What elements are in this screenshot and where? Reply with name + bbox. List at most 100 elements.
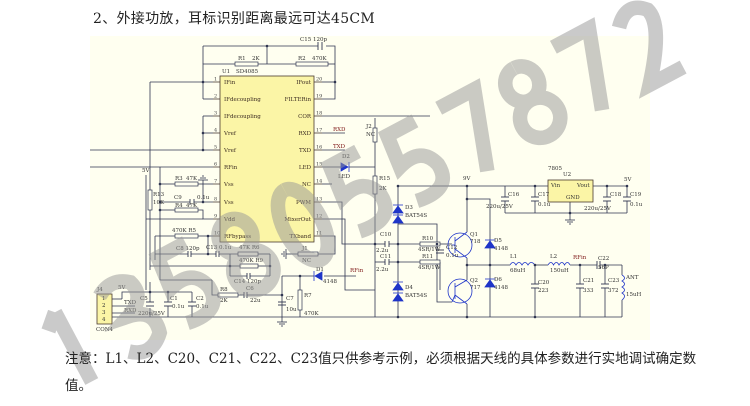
label-c17v: 0.1u	[538, 202, 551, 208]
label-c5v: 220u/25V	[138, 311, 166, 317]
label-l1v: 68uH	[510, 268, 526, 274]
label-rxd: RXD	[124, 308, 137, 314]
ic-pin-number: 3	[214, 111, 217, 117]
label-q2: Q2	[470, 278, 478, 284]
label-j4: J4	[96, 287, 103, 293]
label-antv: 15uH	[626, 292, 642, 298]
label-c1v: 0.1u	[172, 304, 185, 310]
label-rxdnet: RXD	[333, 127, 346, 133]
regulator-u2-body	[547, 179, 594, 203]
ic-pin-name: RFin	[224, 165, 238, 171]
label-c17: C17	[538, 192, 550, 198]
ic-pin-number: 4	[214, 128, 217, 134]
label-c18v: 220u/25V	[584, 206, 612, 212]
label-r15: R15	[379, 176, 391, 182]
ic-pin-name: Vss	[223, 200, 234, 206]
label-c10v: 2.2u	[376, 248, 389, 254]
label-j2: J2	[365, 124, 372, 130]
label-r5: 470K R5	[172, 228, 196, 234]
label-j1: J1	[301, 246, 308, 252]
label-c7v: 10u	[286, 307, 297, 313]
label-c22v: 56P	[598, 265, 609, 271]
label-r1: R1	[238, 56, 246, 62]
ic-pin-number: 18	[316, 111, 322, 117]
ic-pin-name: Vss	[223, 182, 234, 188]
ic-pin-name: MixerOut	[284, 217, 311, 223]
label-c23v: 372	[608, 288, 619, 294]
label-v5a: 5V	[142, 168, 150, 174]
label-l2: L2	[550, 254, 557, 260]
ic-pin-name: Vref	[223, 131, 237, 137]
label-c2v: 0.1u	[196, 304, 209, 310]
inductors	[509, 262, 625, 301]
label-q1v: 718	[470, 239, 481, 245]
label-c21: C21	[583, 278, 594, 284]
label-r3v: 47K	[186, 176, 198, 182]
label-c14: C14 120p	[234, 279, 261, 285]
ic-pin-name: RFbypass	[224, 234, 251, 240]
label-d4v: BAT54S	[405, 293, 427, 299]
svg-text:4: 4	[102, 317, 106, 323]
ic-pin-number: 20	[316, 77, 322, 83]
label-l1: L1	[510, 254, 517, 260]
label-reg: 7805	[548, 166, 562, 172]
label-r3: R3	[175, 176, 183, 182]
label-txd: TXD	[124, 300, 137, 306]
label-c6v: 22u	[250, 298, 261, 304]
label-d5v: 4148	[494, 246, 508, 252]
ic-pin-number: 10	[214, 231, 220, 237]
label-c12v: 0.1u	[446, 253, 459, 259]
ic-part-label: SD4085	[236, 69, 259, 75]
label-vout: Vout	[576, 183, 590, 189]
label-c22: C22	[598, 256, 609, 262]
svg-text:2: 2	[102, 303, 106, 309]
ic-pin-number: 8	[214, 197, 217, 203]
label-r11v: 4SR/1W	[418, 265, 441, 271]
label-q1: Q1	[470, 232, 478, 238]
label-q2v: 717	[470, 285, 481, 291]
label-d3: D3	[405, 205, 413, 211]
label-c21v: 333	[583, 288, 594, 294]
ic-pin-name: Vref	[223, 148, 237, 154]
ic-pin-name: Vdd	[223, 217, 235, 223]
ic-pin-number: 6	[214, 162, 217, 168]
label-led: LED	[338, 174, 351, 180]
label-c2: C2	[196, 296, 204, 302]
label-r15v: 2K	[379, 186, 387, 192]
ic-pin-number: 9	[214, 214, 217, 220]
ic-pin-name: PWM	[296, 200, 311, 206]
label-txdnet: TXD	[333, 144, 346, 150]
label-c10: C10	[380, 232, 392, 238]
label-d6: D6	[494, 277, 502, 283]
ic-pin-name: TXD	[299, 148, 312, 154]
label-u2: U2	[563, 172, 571, 178]
label-c19: C19	[630, 192, 642, 198]
ic-pin-name: FILTERin	[285, 97, 312, 103]
label-r7: R7	[304, 293, 312, 299]
ic-pin-number: 7	[214, 179, 217, 185]
label-c16v: 220u/25V	[486, 204, 514, 210]
label-c7: C7	[286, 296, 294, 302]
ic-pin-name: NC	[302, 182, 311, 188]
label-c15: C15 120p	[300, 37, 327, 43]
label-r10: R10	[422, 236, 434, 242]
label-d4: D4	[405, 285, 413, 291]
label-ant: ANT	[625, 275, 639, 281]
label-j2v: NC	[366, 132, 375, 138]
label-c23: C23	[608, 278, 620, 284]
ic-pin-name: TXband	[290, 234, 312, 240]
ic-pin-name: IFout	[296, 80, 312, 86]
label-r2v: 470K	[312, 56, 327, 62]
label-c16: C16	[508, 192, 520, 198]
label-r11: R11	[422, 254, 433, 260]
ic-pin-number: 19	[316, 94, 322, 100]
label-c11v: 2.2u	[376, 267, 389, 273]
label-r4: R4	[175, 203, 183, 209]
label-d5: D5	[494, 238, 502, 244]
note-paragraph: 注意：L1、L2、C20、C21、C22、C23值只供参考示例，必须根据天线的具…	[65, 351, 697, 394]
label-c20: C20	[538, 280, 550, 286]
label-c20v: 223	[538, 288, 549, 294]
